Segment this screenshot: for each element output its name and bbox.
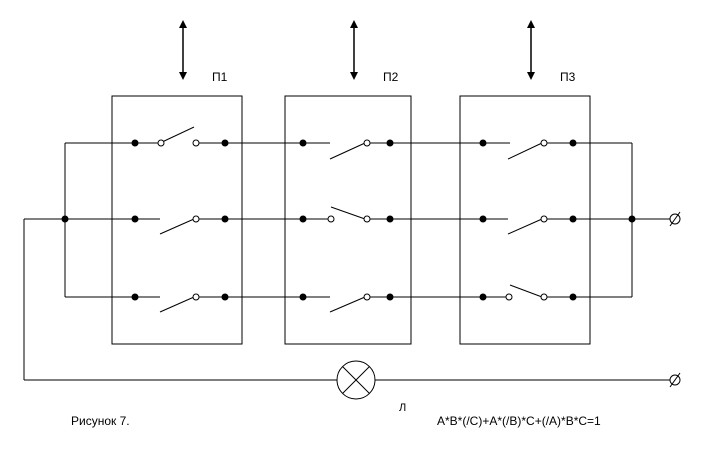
contact-dots bbox=[61, 139, 636, 301]
switch-label-p3: П3 bbox=[560, 70, 576, 84]
switch-box-p3 bbox=[459, 95, 591, 345]
lamp-label: Л bbox=[399, 402, 407, 414]
terminal-bottom bbox=[669, 372, 681, 388]
terminal-top bbox=[669, 211, 681, 227]
wiring bbox=[23, 126, 670, 381]
switch-label-p1: П1 bbox=[212, 70, 228, 84]
logic-formula: A*B*(/C)+A*(/B)*C+(/A)*B*C=1 bbox=[437, 414, 601, 428]
switch-label-p2: П2 bbox=[383, 70, 399, 84]
switch-box-p1 bbox=[111, 95, 243, 345]
open-contacts bbox=[157, 139, 548, 301]
lamp-symbol bbox=[336, 360, 376, 400]
figure-caption: Рисунок 7. bbox=[71, 414, 130, 428]
switch-box-p2 bbox=[284, 95, 412, 345]
